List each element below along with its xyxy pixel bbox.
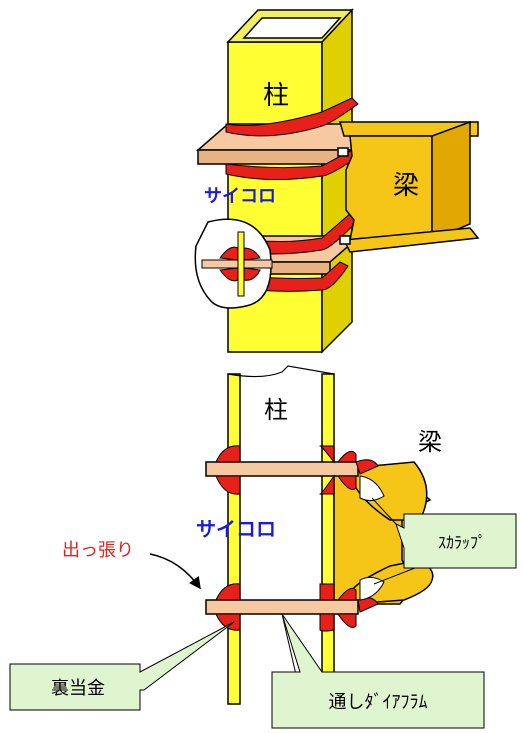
scallop-label: ｽｶﾗｯﾌﾟ <box>438 533 486 552</box>
through-diaphragm-label: 通しﾀﾞｲｱﾌﾗﾑ <box>329 692 428 713</box>
protrusion-arrow <box>149 553 201 590</box>
top-column-label: 柱 <box>263 81 289 111</box>
beam-section <box>333 461 434 605</box>
beam-3d <box>337 120 480 253</box>
scallop-leader-lower <box>373 565 421 585</box>
top-3d-view: 柱 梁 サイコロ <box>194 8 480 354</box>
section-column-label: 柱 <box>264 396 288 424</box>
top-beam-label: 梁 <box>393 171 419 201</box>
backing-strip-callout <box>9 621 235 711</box>
section-dice-label: サイコロ <box>196 517 276 541</box>
backing-strip-label: 裏当金 <box>51 678 105 699</box>
upper-weld-top <box>225 97 359 137</box>
scallop-holes <box>359 475 385 601</box>
through-diaphragm-callout <box>271 613 485 729</box>
lower-through-diaphragm <box>205 599 359 615</box>
protrusion-label: 出っ張り <box>62 540 134 561</box>
upper-weld-bottom <box>225 149 364 181</box>
upper-through-diaphragm <box>205 461 359 477</box>
section-beam-label: 梁 <box>418 428 442 456</box>
scallop-leader-upper <box>371 497 397 525</box>
top-dice-label: サイコロ <box>204 186 276 207</box>
detail-bubble <box>194 218 273 309</box>
section-welds <box>215 445 379 632</box>
scallop-callout <box>395 513 517 569</box>
section-view: 柱 梁 サイコロ 出っ張り ｽｶﾗｯﾌﾟ 裏当金 通しﾀﾞｲｱﾌﾗﾑ <box>9 365 517 729</box>
